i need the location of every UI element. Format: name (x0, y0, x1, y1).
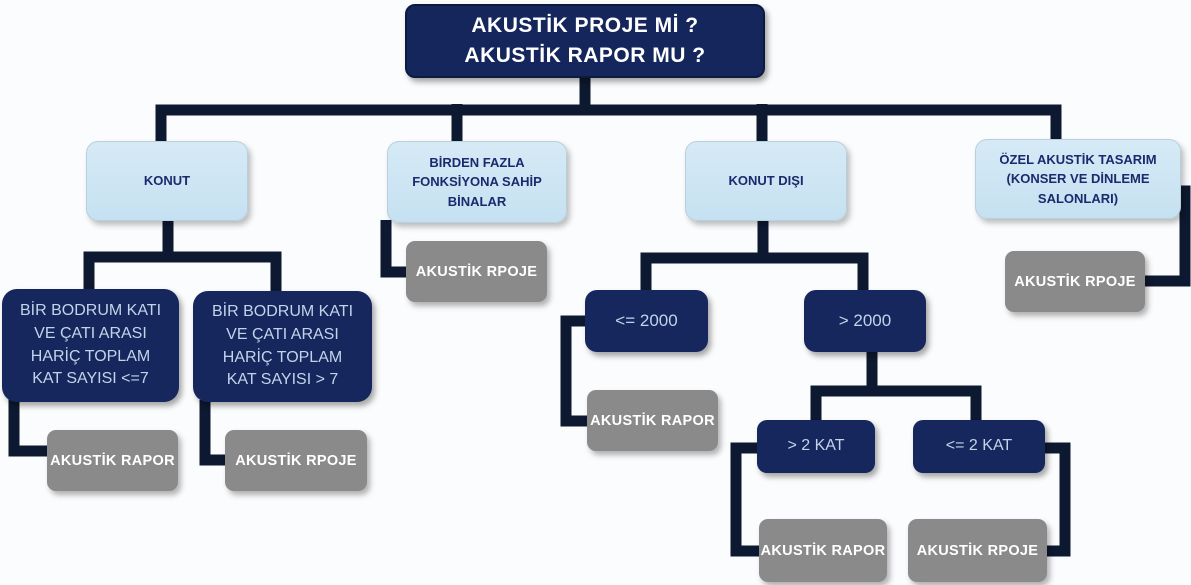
node-alan-kucuk-esit-2000: <= 2000 (585, 290, 708, 352)
node-birden-fazla-fonksiyon: BİRDEN FAZLA FONKSİYONA SAHİP BİNALAR (387, 141, 567, 223)
node-akustik-rpoje-ozel: AKUSTİK RPOJE (1005, 251, 1145, 312)
node-akustik-rpoje-2kat: AKUSTİK RPOJE (908, 519, 1047, 582)
node-konut-disi: KONUT DIŞI (685, 141, 847, 221)
node-kat-kucuk-esit-2: <= 2 KAT (913, 420, 1045, 473)
node-alan-buyuk-2000: > 2000 (804, 290, 926, 352)
node-akustik-rapor-konut: AKUSTİK RAPOR (47, 430, 178, 491)
node-akustik-rapor-2000: AKUSTİK RAPOR (587, 390, 718, 451)
node-akustik-rpoje-birden-fazla: AKUSTİK RPOJE (406, 241, 547, 302)
node-kat-sayisi-7-fazla: BİR BODRUM KATI VE ÇATI ARASI HARİÇ TOPL… (193, 291, 372, 402)
node-root-question: AKUSTİK PROJE Mİ ? AKUSTİK RAPOR MU ? (405, 4, 765, 78)
node-ozel-akustik-tasarim: ÖZEL AKUSTİK TASARIM (KONSER VE DİNLEME … (975, 139, 1181, 219)
node-konut: KONUT (86, 141, 248, 221)
node-akustik-rpoje-konut: AKUSTİK RPOJE (225, 430, 367, 491)
node-kat-buyuk-2: > 2 KAT (757, 420, 875, 473)
node-akustik-rapor-2kat: AKUSTİK RAPOR (759, 519, 887, 582)
node-kat-sayisi-7-ve-az: BİR BODRUM KATI VE ÇATI ARASI HARİÇ TOPL… (2, 289, 179, 402)
